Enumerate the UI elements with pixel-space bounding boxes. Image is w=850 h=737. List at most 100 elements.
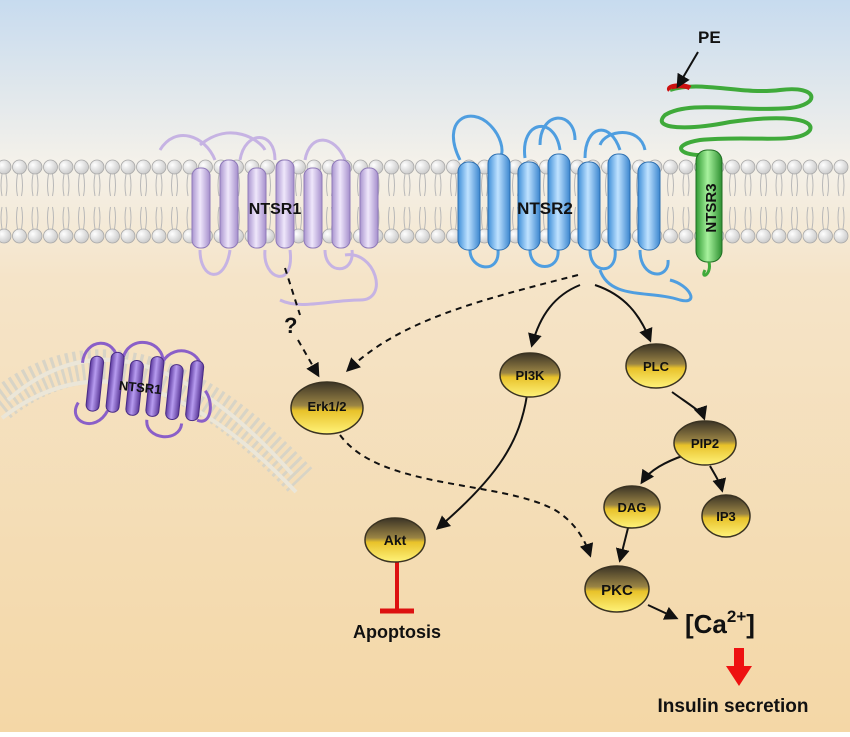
- lipid-tail: [450, 206, 457, 230]
- lipid-head: [43, 228, 58, 244]
- ntsr2-receptor: NTSR2: [452, 114, 693, 303]
- lipid-tail: [667, 173, 674, 197]
- node-pip2-label: PIP2: [691, 436, 719, 451]
- dashed-arrow-erk-to-pkc: [339, 434, 594, 558]
- lipid-tail: [806, 206, 814, 230]
- lipid-head: [771, 159, 787, 175]
- lipid-head: [415, 228, 430, 244]
- arrow-plc-to-pip2: [671, 391, 708, 421]
- dashed-arrow-q-to-erk: [297, 339, 320, 378]
- lipid-tail: [16, 173, 23, 197]
- lipid-head: [787, 159, 802, 175]
- lipid-tail: [171, 206, 178, 230]
- lipid-head: [787, 228, 802, 244]
- lipid-head: [430, 228, 446, 244]
- lipid-head: [120, 159, 136, 175]
- lipid-tail: [295, 173, 302, 197]
- lipid-head: [802, 228, 818, 244]
- lipid-tail: [434, 173, 442, 197]
- node-ip3-label: IP3: [716, 509, 736, 524]
- ntsr1-vesicle-label: NTSR1: [118, 378, 162, 397]
- pe-label: PE: [698, 28, 721, 47]
- node-dag: DAG: [603, 485, 661, 529]
- lipid-head: [678, 228, 694, 244]
- lipid-tail: [682, 173, 690, 197]
- insulin-secretion-label: Insulin secretion: [658, 696, 809, 717]
- lipid-tail: [419, 206, 426, 230]
- lipid-tail: [16, 206, 23, 230]
- lipid-tail: [78, 173, 85, 197]
- lipid-tail: [837, 206, 845, 230]
- lipid-head: [136, 228, 151, 244]
- ntsr1-receptor: NTSR1: [158, 131, 379, 306]
- lipid-tail: [93, 173, 101, 197]
- lipid-tail: [403, 173, 411, 197]
- lipid-head: [818, 159, 833, 175]
- ntsr1-label: NTSR1: [249, 201, 302, 218]
- lipid-head: [167, 159, 182, 175]
- lipid-tail: [109, 206, 116, 230]
- lipid-tail: [0, 173, 8, 197]
- lipid-tail: [31, 173, 39, 197]
- calcium-label: [Ca2+]: [685, 607, 755, 639]
- lipid-head: [740, 228, 756, 244]
- lipid-tail: [124, 206, 132, 230]
- lipid-head: [182, 159, 198, 175]
- lipid-head: [105, 228, 120, 244]
- arrow-pkc-to-calcium: [647, 604, 679, 620]
- lipid-tail: [388, 173, 395, 197]
- lipid-tail: [109, 173, 116, 197]
- lipid-tail: [62, 173, 70, 197]
- lipid-head: [105, 159, 120, 175]
- lipid-tail: [791, 206, 798, 230]
- lipid-tail: [93, 206, 101, 230]
- lipid-tail: [295, 206, 302, 230]
- lipid-head: [136, 159, 151, 175]
- dashed-line-ntsr1-q: [284, 267, 301, 316]
- lipid-head: [740, 159, 756, 175]
- arrow-ntsr2-to-plc: [594, 284, 653, 343]
- lipid-head: [89, 159, 105, 175]
- lipid-head: [58, 159, 74, 175]
- node-ip3: IP3: [701, 494, 751, 538]
- node-dag-label: DAG: [618, 500, 647, 515]
- ntsr3-label: NTSR3: [703, 183, 720, 232]
- ntsr3-receptor: NTSR3: [659, 83, 814, 277]
- lipid-tail: [729, 206, 736, 230]
- lipid-tail: [434, 206, 442, 230]
- lipid-tail: [822, 173, 829, 197]
- lipid-tail: [450, 173, 457, 197]
- node-erk: Erk1/2: [290, 381, 364, 435]
- lipid-tail: [837, 173, 845, 197]
- lipid-tail: [419, 173, 426, 197]
- lipid-head: [89, 228, 105, 244]
- node-pkc-label: PKC: [601, 582, 633, 599]
- lipid-head: [384, 228, 399, 244]
- lipid-head: [663, 228, 678, 244]
- lipid-tail: [171, 173, 178, 197]
- lipid-head: [415, 159, 430, 175]
- lipid-tail: [775, 206, 783, 230]
- lipid-head: [833, 228, 849, 244]
- lipid-tail: [682, 206, 690, 230]
- lipid-head: [725, 228, 740, 244]
- lipid-tail: [775, 173, 783, 197]
- arrow-pip2-to-ip3: [709, 465, 727, 493]
- lipid-head: [399, 228, 415, 244]
- lipid-head: [771, 228, 787, 244]
- node-erk-label: Erk1/2: [307, 399, 346, 414]
- lipid-head: [384, 159, 399, 175]
- lipid-head: [756, 228, 771, 244]
- lipid-head: [27, 228, 43, 244]
- lipid-tail: [760, 173, 767, 197]
- lipid-tail: [78, 206, 85, 230]
- node-plc: PLC: [625, 343, 687, 389]
- lipid-tail: [806, 173, 814, 197]
- lipid-tail: [667, 206, 674, 230]
- lipid-tail: [388, 206, 395, 230]
- lipid-tail: [744, 206, 752, 230]
- node-pi3k: PI3K: [499, 352, 561, 398]
- lipid-head: [74, 228, 89, 244]
